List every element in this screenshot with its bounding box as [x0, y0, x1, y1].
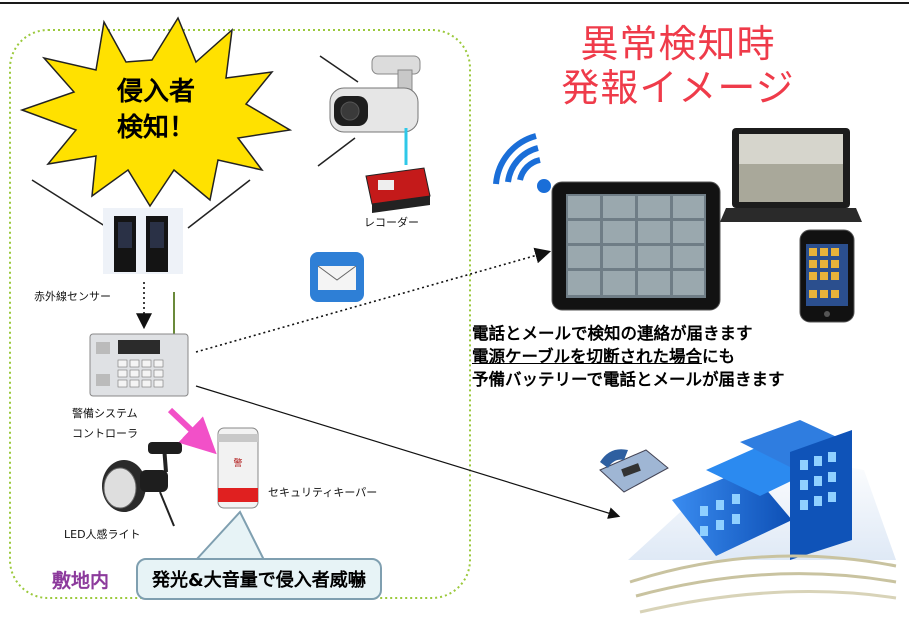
- title-line-2: 発報イメージ: [561, 66, 795, 110]
- page-title: 異常検知時 発報イメージ: [528, 22, 828, 110]
- laptop-icon: [720, 128, 862, 222]
- message-line-2-rest: にも: [702, 347, 736, 366]
- message-line-2: 電源ケーブルを切断された場合にも: [472, 345, 785, 368]
- top-rule: [0, 2, 909, 4]
- burst-line-2: 検知！: [116, 113, 195, 143]
- deterrence-bubble: 発光&大音量で侵入者威嚇: [136, 558, 382, 600]
- controller-label-line-2: コントローラ: [72, 427, 138, 440]
- led-light-label: LED人感ライト: [64, 528, 141, 541]
- area-label: 敷地内: [52, 570, 110, 592]
- smartphone-icon: [799, 229, 855, 323]
- email-icon: [310, 252, 364, 302]
- message-line-3: 予備バッテリーで電話とメールが届きます: [472, 370, 785, 389]
- controller-label: 警備システム コントローラ: [72, 404, 138, 444]
- camera-icon: [329, 55, 421, 133]
- title-line-1: 異常検知時: [580, 22, 776, 66]
- message-underlined-text: 電源ケーブルを切断された場合: [472, 347, 703, 366]
- notification-message: 電話とメールで検知の連絡が届きます 電源ケーブルを切断された場合にも 予備バッテ…: [472, 322, 785, 391]
- recorder-icon: [365, 167, 431, 213]
- svg-text:警: 警: [233, 457, 242, 469]
- security-keeper-icon: 警: [217, 427, 259, 509]
- bubble-tail: [193, 510, 266, 561]
- intruder-burst: [19, 16, 293, 208]
- site-boundary: [9, 29, 471, 599]
- intruder-detected-text: 侵入者 検知！: [96, 74, 216, 146]
- wifi-icon: [493, 133, 551, 193]
- security-keeper-label: セキュリティキーパー: [268, 486, 378, 499]
- burst-line-1: 侵入者: [116, 77, 195, 107]
- message-line-1: 電話とメールで検知の連絡が届きます: [472, 324, 753, 343]
- controller-panel-icon: [89, 333, 189, 397]
- sensor-label: 赤外線センサー: [34, 290, 111, 303]
- building-icon: [628, 420, 897, 614]
- recorder-label: レコーダー: [364, 216, 419, 229]
- led-light-icon: [102, 442, 182, 527]
- controller-label-line-1: 警備システム: [72, 407, 138, 420]
- tablet-icon: [551, 181, 721, 311]
- telephone-icon: [599, 449, 669, 493]
- ir-sensor-icon: [103, 208, 183, 274]
